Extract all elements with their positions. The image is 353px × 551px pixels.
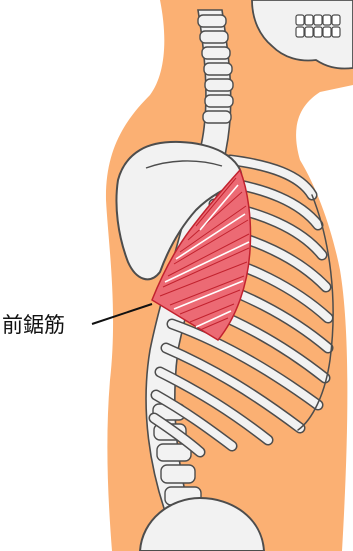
muscle-label: 前鋸筋 bbox=[2, 309, 65, 339]
